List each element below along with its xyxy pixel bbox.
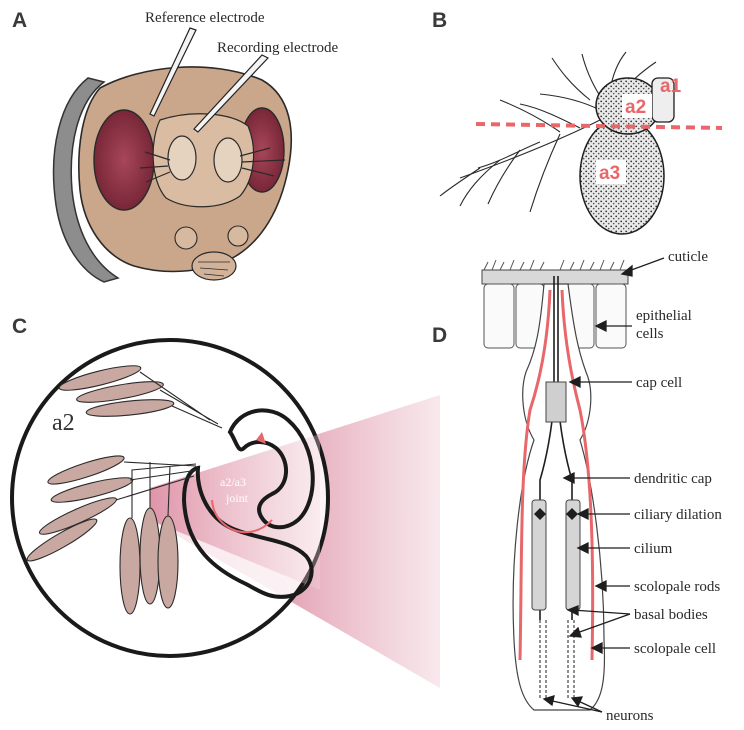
label-scolopale-rods: scolopale rods: [634, 579, 720, 595]
panel-letter-d: D: [432, 324, 447, 347]
panel-b: B a1 a2 a3: [432, 9, 722, 234]
label-cuticle: cuticle: [668, 249, 708, 265]
mouthpart-right: [228, 226, 248, 246]
mouthpart-left: [175, 227, 197, 249]
label-a2: a2: [625, 97, 646, 118]
label-dendritic-cap: dendritic cap: [634, 471, 712, 487]
panel-c: C a2 a2/a3 join: [12, 315, 440, 688]
label-a3: a3: [599, 163, 620, 184]
panel-letter-b: B: [432, 9, 447, 32]
label-scolopale-cell: scolopale cell: [634, 641, 716, 657]
label-cilium: cilium: [634, 541, 673, 557]
label-joint-line1: a2/a3: [220, 475, 246, 489]
panel-letter-c: C: [12, 315, 27, 338]
label-cap-cell: cap cell: [636, 375, 682, 391]
label-basal-bodies: basal bodies: [634, 607, 708, 623]
section-cut-line: [476, 124, 722, 128]
label-a1: a1: [660, 76, 682, 97]
panel-d: D: [432, 249, 722, 724]
cap-cell-shape: [546, 382, 566, 422]
antenna-left: [168, 136, 196, 180]
label-reference-electrode: Reference electrode: [145, 10, 265, 26]
label-epithelial-line2: cells: [636, 326, 664, 342]
antenna-right: [214, 138, 242, 182]
panel-letter-a: A: [12, 9, 27, 32]
compound-eye-left: [94, 110, 154, 210]
proboscis: [192, 252, 236, 280]
cuticle-layer: [482, 260, 628, 284]
label-epithelial-line1: epithelial: [636, 308, 692, 324]
label-neurons: neurons: [606, 708, 654, 724]
label-ciliary-dilation: ciliary dilation: [634, 507, 722, 523]
label-recording-electrode: Recording electrode: [217, 40, 339, 56]
label-a2-section: a2: [52, 410, 75, 436]
label-joint-line2: joint: [225, 491, 249, 505]
panel-a: A Reference electrode Recording electrod…: [12, 9, 339, 282]
